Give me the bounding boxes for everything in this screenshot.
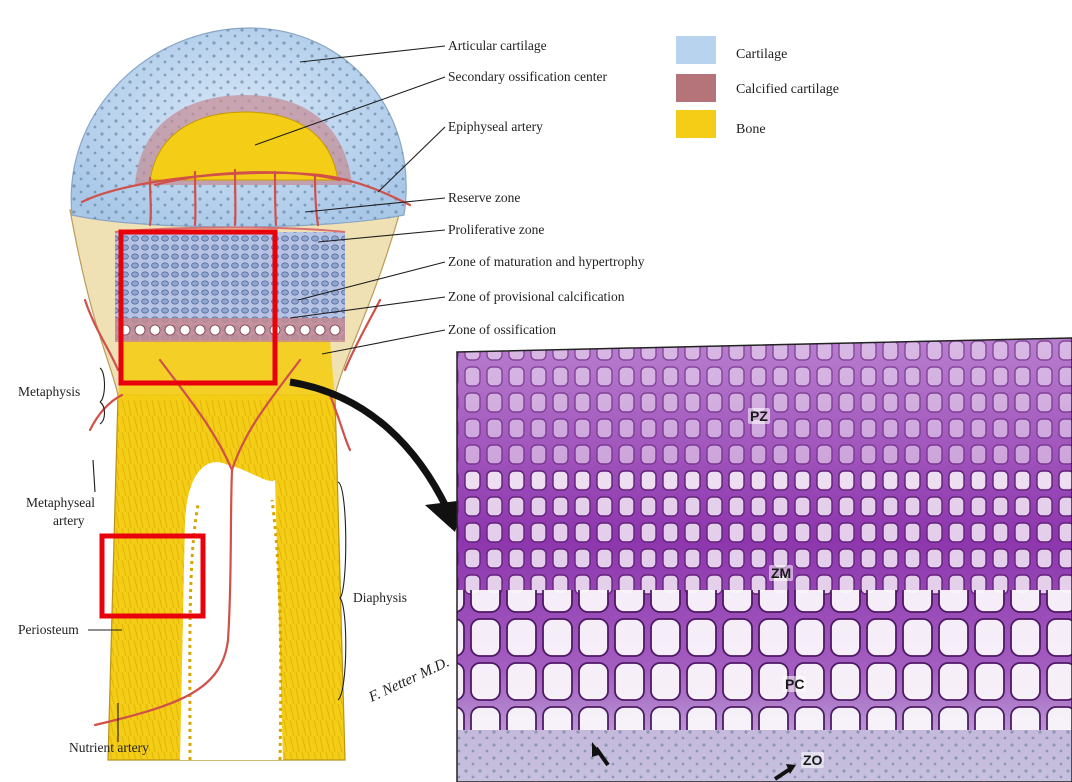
label-secondary-ossification: Secondary ossification center	[448, 69, 607, 85]
label-articular-cartilage: Articular cartilage	[448, 38, 547, 54]
calcified-cells	[120, 325, 340, 335]
micrograph-label-zo: ZO	[801, 752, 824, 768]
label-maturation-zone: Zone of maturation and hypertrophy	[448, 254, 644, 270]
label-periosteum: Periosteum	[18, 622, 79, 638]
label-metaphysis: Metaphysis	[18, 384, 80, 400]
label-proliferative-zone: Proliferative zone	[448, 222, 544, 238]
legend-swatch-cartilage	[676, 36, 716, 64]
legend-label-bone: Bone	[736, 122, 766, 138]
micrograph-label-zm: ZM	[769, 565, 793, 581]
label-reserve-zone: Reserve zone	[448, 190, 520, 206]
micrograph-label-pc: PC	[783, 676, 806, 692]
label-epiphyseal-artery: Epiphyseal artery	[448, 119, 543, 135]
legend-swatch-bone	[676, 110, 716, 138]
label-metaphyseal-artery-line1: Metaphyseal	[26, 495, 95, 511]
micrograph-label-pz: PZ	[748, 408, 770, 424]
legend-swatch-calcified	[676, 74, 716, 102]
label-provisional-calcification: Zone of provisional calcification	[448, 289, 625, 305]
label-diaphysis: Diaphysis	[353, 590, 407, 606]
histology-micrograph	[457, 338, 1072, 782]
legend-label-calcified: Calcified cartilage	[736, 82, 839, 98]
label-metaphyseal-artery-line2: artery	[53, 513, 84, 529]
legend-label-cartilage: Cartilage	[736, 47, 787, 63]
label-ossification-zone: Zone of ossification	[448, 322, 556, 338]
label-nutrient-artery: Nutrient artery	[69, 740, 149, 756]
